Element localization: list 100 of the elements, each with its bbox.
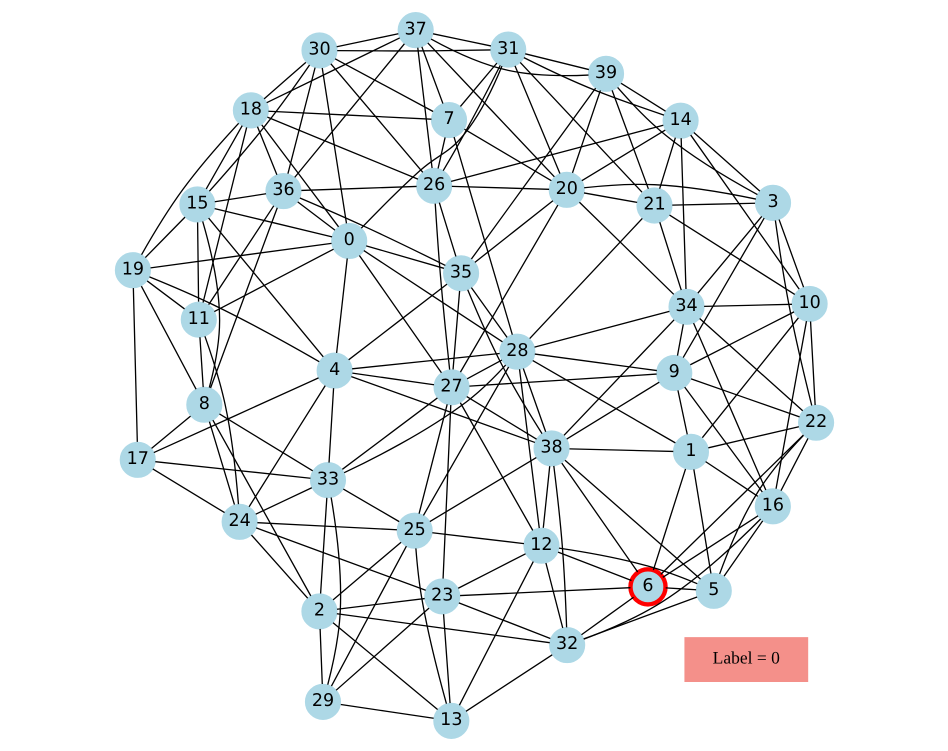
connector [418, 404, 448, 514]
connector [214, 193, 266, 202]
connector [514, 66, 560, 174]
connector [552, 466, 567, 628]
connector [544, 562, 563, 628]
connector [140, 122, 239, 255]
connector [774, 220, 812, 406]
connector [464, 128, 552, 182]
connector [436, 137, 446, 169]
connector [459, 62, 497, 107]
node-circle: 13 [432, 702, 469, 739]
connector [704, 461, 758, 497]
connector [254, 487, 312, 515]
connector [330, 546, 406, 686]
connector [583, 518, 761, 640]
connector [350, 376, 535, 444]
node-circle: 25 [396, 512, 432, 549]
connector [214, 208, 332, 238]
connector [256, 126, 277, 175]
connector [616, 87, 758, 196]
connector [718, 435, 804, 574]
connector [452, 290, 460, 370]
connector [330, 63, 423, 173]
connector [684, 386, 762, 492]
node-circle: 1 [672, 434, 709, 470]
node-circle: 28 [498, 334, 535, 370]
connector [668, 214, 795, 296]
connector [519, 62, 642, 193]
connector [250, 534, 308, 599]
connector [692, 469, 712, 574]
connector [362, 250, 502, 342]
node-circle: 33 [309, 462, 346, 498]
connector [366, 245, 444, 269]
connector [672, 202, 755, 206]
connector [690, 378, 800, 418]
connector [336, 49, 490, 52]
node-circle: 34 [668, 288, 704, 325]
connector [336, 33, 398, 48]
connector [528, 218, 642, 339]
connector [336, 598, 424, 610]
connector [542, 466, 550, 528]
node-circle: 29 [304, 684, 341, 720]
node-circle: 2 [300, 593, 337, 630]
connector [263, 62, 306, 100]
node-circle: 27 [433, 369, 470, 406]
connector [571, 90, 601, 174]
node-circle: 0 [330, 222, 367, 260]
connector [340, 704, 434, 719]
node-circle: 37 [397, 12, 434, 48]
connector [470, 88, 596, 260]
connector [564, 460, 700, 580]
node-circle: 26 [416, 168, 452, 204]
connector [450, 124, 663, 182]
connector [426, 42, 554, 178]
connector [352, 372, 434, 386]
connector [208, 422, 235, 505]
connector [470, 287, 508, 338]
connector [676, 324, 684, 356]
connector [522, 368, 546, 432]
connector [690, 134, 800, 290]
connector [342, 488, 400, 522]
connector [420, 46, 444, 104]
connector [534, 353, 656, 372]
connector [132, 288, 138, 442]
connector [319, 498, 327, 594]
node-circle: 30 [300, 32, 338, 68]
connector [466, 359, 502, 380]
node-circle: 7 [430, 102, 467, 138]
node-circle: 36 [264, 172, 302, 210]
connector [300, 186, 416, 192]
connector [299, 197, 446, 266]
connector [208, 218, 324, 358]
connector [335, 608, 429, 691]
node-circle: 17 [119, 442, 156, 478]
connector [620, 82, 666, 112]
connector [465, 654, 552, 712]
connector [442, 614, 450, 704]
node-circle: 31 [490, 32, 526, 68]
node-circle: 16 [754, 488, 790, 524]
connector [352, 352, 500, 370]
node-circle: 3 [754, 184, 791, 221]
connector [150, 242, 332, 268]
connector [140, 286, 196, 390]
node-circle: 10 [791, 286, 828, 322]
connector [566, 382, 660, 440]
connector [202, 127, 247, 303]
connector [652, 468, 686, 570]
connector [286, 67, 316, 174]
connector [452, 136, 512, 335]
connector [560, 462, 638, 572]
connector [708, 426, 798, 448]
connector [430, 38, 588, 76]
connector [328, 388, 334, 463]
node-circle: 38 [532, 430, 570, 466]
node-circle: 21 [636, 187, 672, 224]
connector [532, 360, 676, 444]
connector [458, 602, 550, 640]
connector [208, 205, 274, 306]
connector [144, 216, 185, 258]
connector [518, 369, 540, 528]
